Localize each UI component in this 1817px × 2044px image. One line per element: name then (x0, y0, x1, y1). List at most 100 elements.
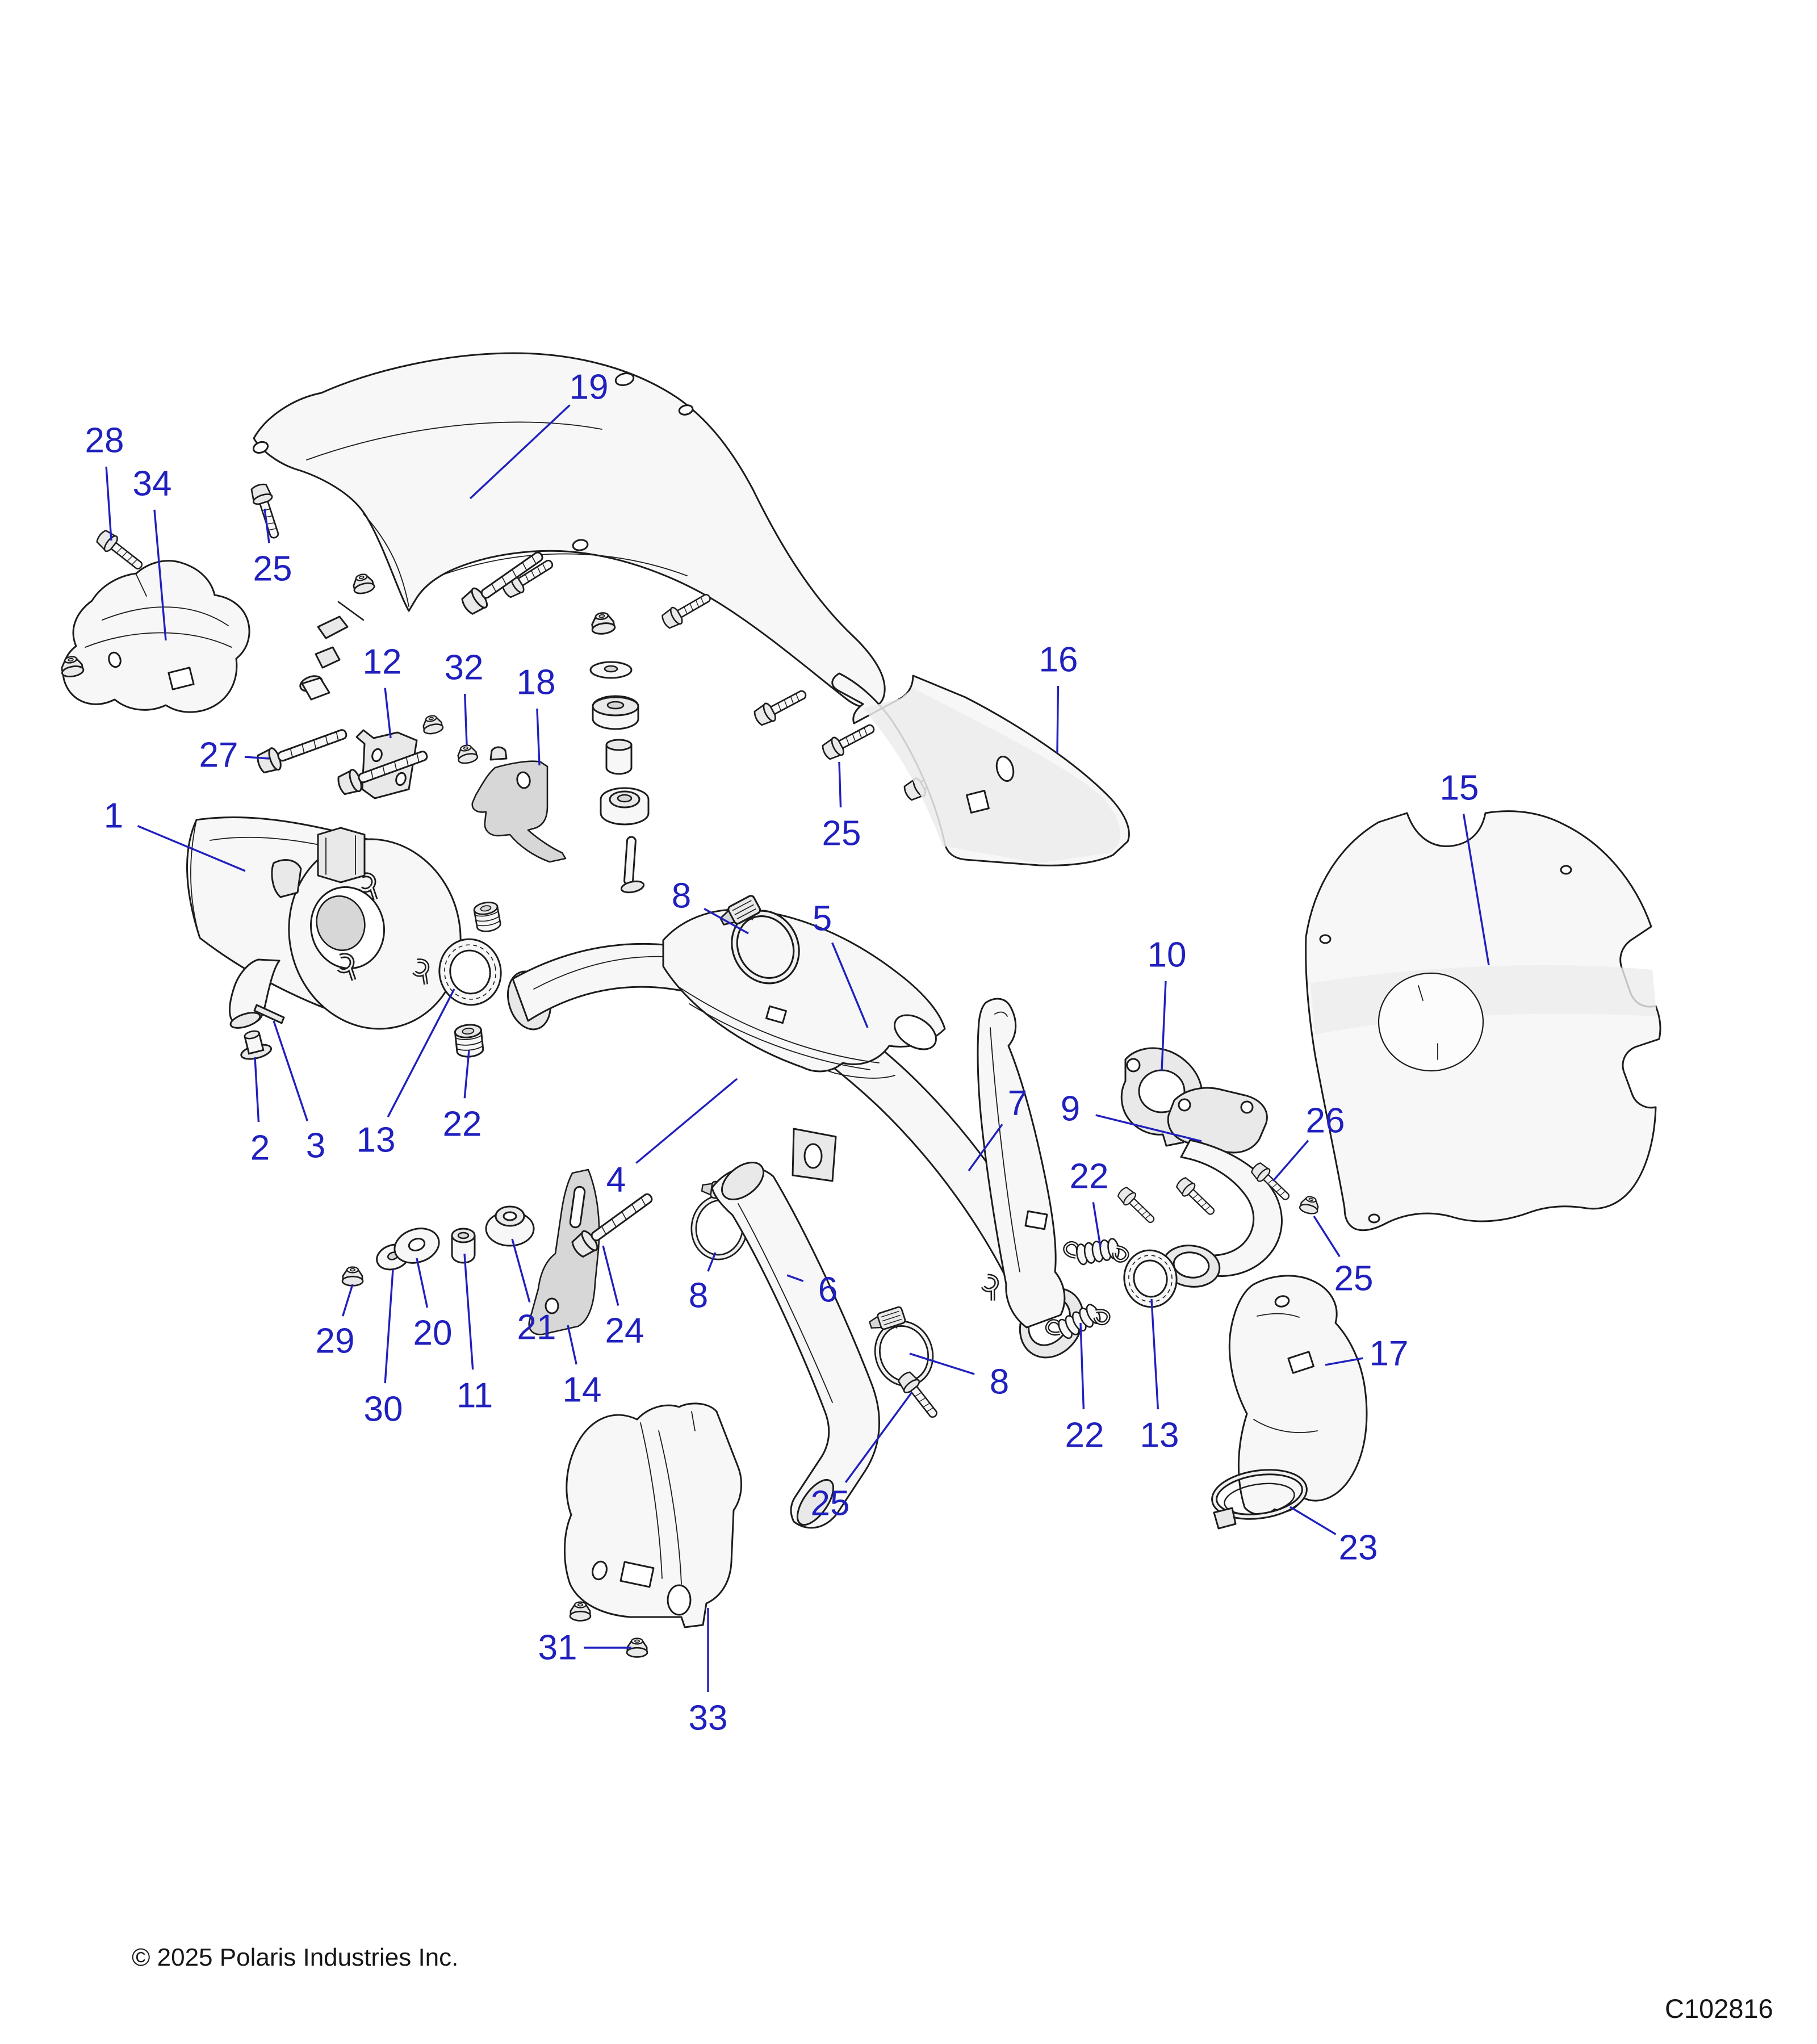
callout-label-6-5: 6 (818, 1271, 838, 1310)
part-pin (253, 1004, 285, 1024)
leader-line-26 (1272, 1140, 1309, 1182)
leader-line-13 (387, 989, 455, 1117)
part-exhaust-spring (1064, 1234, 1128, 1270)
part-outlet-shield (1228, 1275, 1368, 1515)
leader-line-24 (602, 1245, 619, 1306)
callout-label-8-7: 8 (672, 877, 691, 916)
callout-label-11-12: 11 (457, 1376, 493, 1415)
callout-label-20-22: 20 (413, 1314, 453, 1353)
leader-line-2 (254, 1057, 260, 1122)
leader-line-1 (137, 825, 246, 872)
leader-line-13 (1150, 1299, 1159, 1410)
leader-line-22 (1092, 1202, 1102, 1247)
leader-line-22 (463, 1050, 470, 1099)
callout-label-24-28: 24 (605, 1312, 644, 1351)
leader-line-17 (1325, 1357, 1364, 1366)
nut-icon (420, 713, 445, 736)
bolt-icon (254, 721, 351, 777)
callout-label-3-2: 3 (306, 1126, 325, 1166)
nut-icon (341, 1266, 364, 1287)
callout-label-15-17: 15 (1440, 769, 1479, 808)
leader-line-6 (786, 1274, 804, 1282)
leader-line-8 (707, 1252, 717, 1272)
bolt-icon (93, 527, 148, 575)
leader-line-3 (273, 1020, 308, 1121)
callout-label-22-24: 22 (443, 1105, 482, 1144)
leader-line-29 (341, 1284, 354, 1317)
callout-label-33-40: 33 (689, 1699, 728, 1738)
part-heat-shield-small (62, 560, 250, 713)
callout-label-13-14: 13 (357, 1121, 396, 1160)
callout-label-14-16: 14 (563, 1371, 602, 1410)
callout-label-31-38: 31 (538, 1628, 577, 1668)
bolt-icon (751, 684, 811, 729)
callout-label-19-21: 19 (570, 368, 609, 407)
callout-label-1-0: 1 (104, 797, 123, 836)
callout-label-27-34: 27 (199, 736, 238, 775)
callout-label-12-13: 12 (363, 643, 402, 682)
part-pipe-shield-upper (662, 908, 946, 1079)
part-spacer-bushing (451, 1228, 476, 1264)
part-hanger-bracket (528, 1168, 600, 1335)
leader-line-10 (1161, 981, 1167, 1071)
part-band-clamp (1211, 1469, 1308, 1530)
bolt-icon (819, 718, 879, 763)
callout-label-18-20: 18 (517, 663, 556, 702)
callout-label-9-10: 9 (1061, 1090, 1080, 1129)
part-front-pipe (711, 1161, 880, 1529)
nut-icon (1298, 1194, 1321, 1216)
part-muffler (186, 816, 462, 1030)
part-seal-ring (1123, 1249, 1178, 1308)
callout-label-4-3: 4 (606, 1161, 626, 1200)
callout-label-8-8: 8 (689, 1276, 708, 1316)
leader-line-14 (567, 1325, 577, 1365)
callout-label-22-25: 22 (1070, 1157, 1109, 1196)
leader-line-11 (463, 1253, 474, 1370)
leader-line-28 (105, 466, 112, 541)
nut-icon (569, 1601, 592, 1622)
nut-icon (455, 743, 479, 766)
callout-label-17-19: 17 (1370, 1334, 1409, 1373)
leader-line-8 (704, 907, 749, 935)
part-pipe-shield-lower (977, 998, 1066, 1329)
hardware-mount-stack (299, 544, 715, 894)
callout-label-21-23: 21 (517, 1308, 556, 1347)
part-lower-heat-shield (564, 1402, 743, 1628)
callout-label-22-26: 22 (1065, 1416, 1104, 1455)
leader-line-15 (1462, 814, 1490, 966)
diagram-ref-code: C102816 (1665, 1993, 1773, 2024)
leader-line-27 (244, 756, 270, 760)
callout-label-5-4: 5 (813, 899, 832, 939)
leader-line-23 (1290, 1506, 1337, 1535)
leader-line-25 (844, 1391, 913, 1483)
leader-line-12 (384, 688, 392, 739)
leader-line-25 (263, 508, 270, 543)
callout-label-23-27: 23 (1339, 1528, 1378, 1568)
leader-line-22 (1079, 1322, 1085, 1410)
leader-line-32 (463, 693, 468, 745)
part-heat-shield-large (1305, 810, 1661, 1232)
callout-label-16-18: 16 (1039, 640, 1078, 680)
callout-label-2-1: 2 (250, 1129, 270, 1168)
callout-label-30-37: 30 (364, 1390, 403, 1429)
leader-line-21 (511, 1238, 531, 1303)
leader-line-25 (838, 761, 842, 808)
callout-label-26-33: 26 (1306, 1101, 1345, 1141)
callout-label-8-9: 8 (990, 1363, 1009, 1402)
part-side-panel (831, 672, 1130, 866)
copyright-text: © 2025 Polaris Industries Inc. (132, 1944, 458, 1971)
leader-line-25 (1313, 1216, 1341, 1258)
callout-label-10-11: 10 (1148, 936, 1187, 975)
leader-line-18 (536, 708, 541, 766)
callout-label-25-30: 25 (822, 814, 861, 853)
leader-line-30 (384, 1269, 394, 1384)
callout-label-13-15: 13 (1140, 1416, 1179, 1455)
leader-line-4 (635, 1078, 738, 1164)
leader-line-8 (909, 1352, 975, 1375)
part-seal-ring (438, 938, 502, 1006)
callout-label-25-31: 25 (1334, 1259, 1374, 1299)
callout-label-29-36: 29 (316, 1322, 355, 1361)
